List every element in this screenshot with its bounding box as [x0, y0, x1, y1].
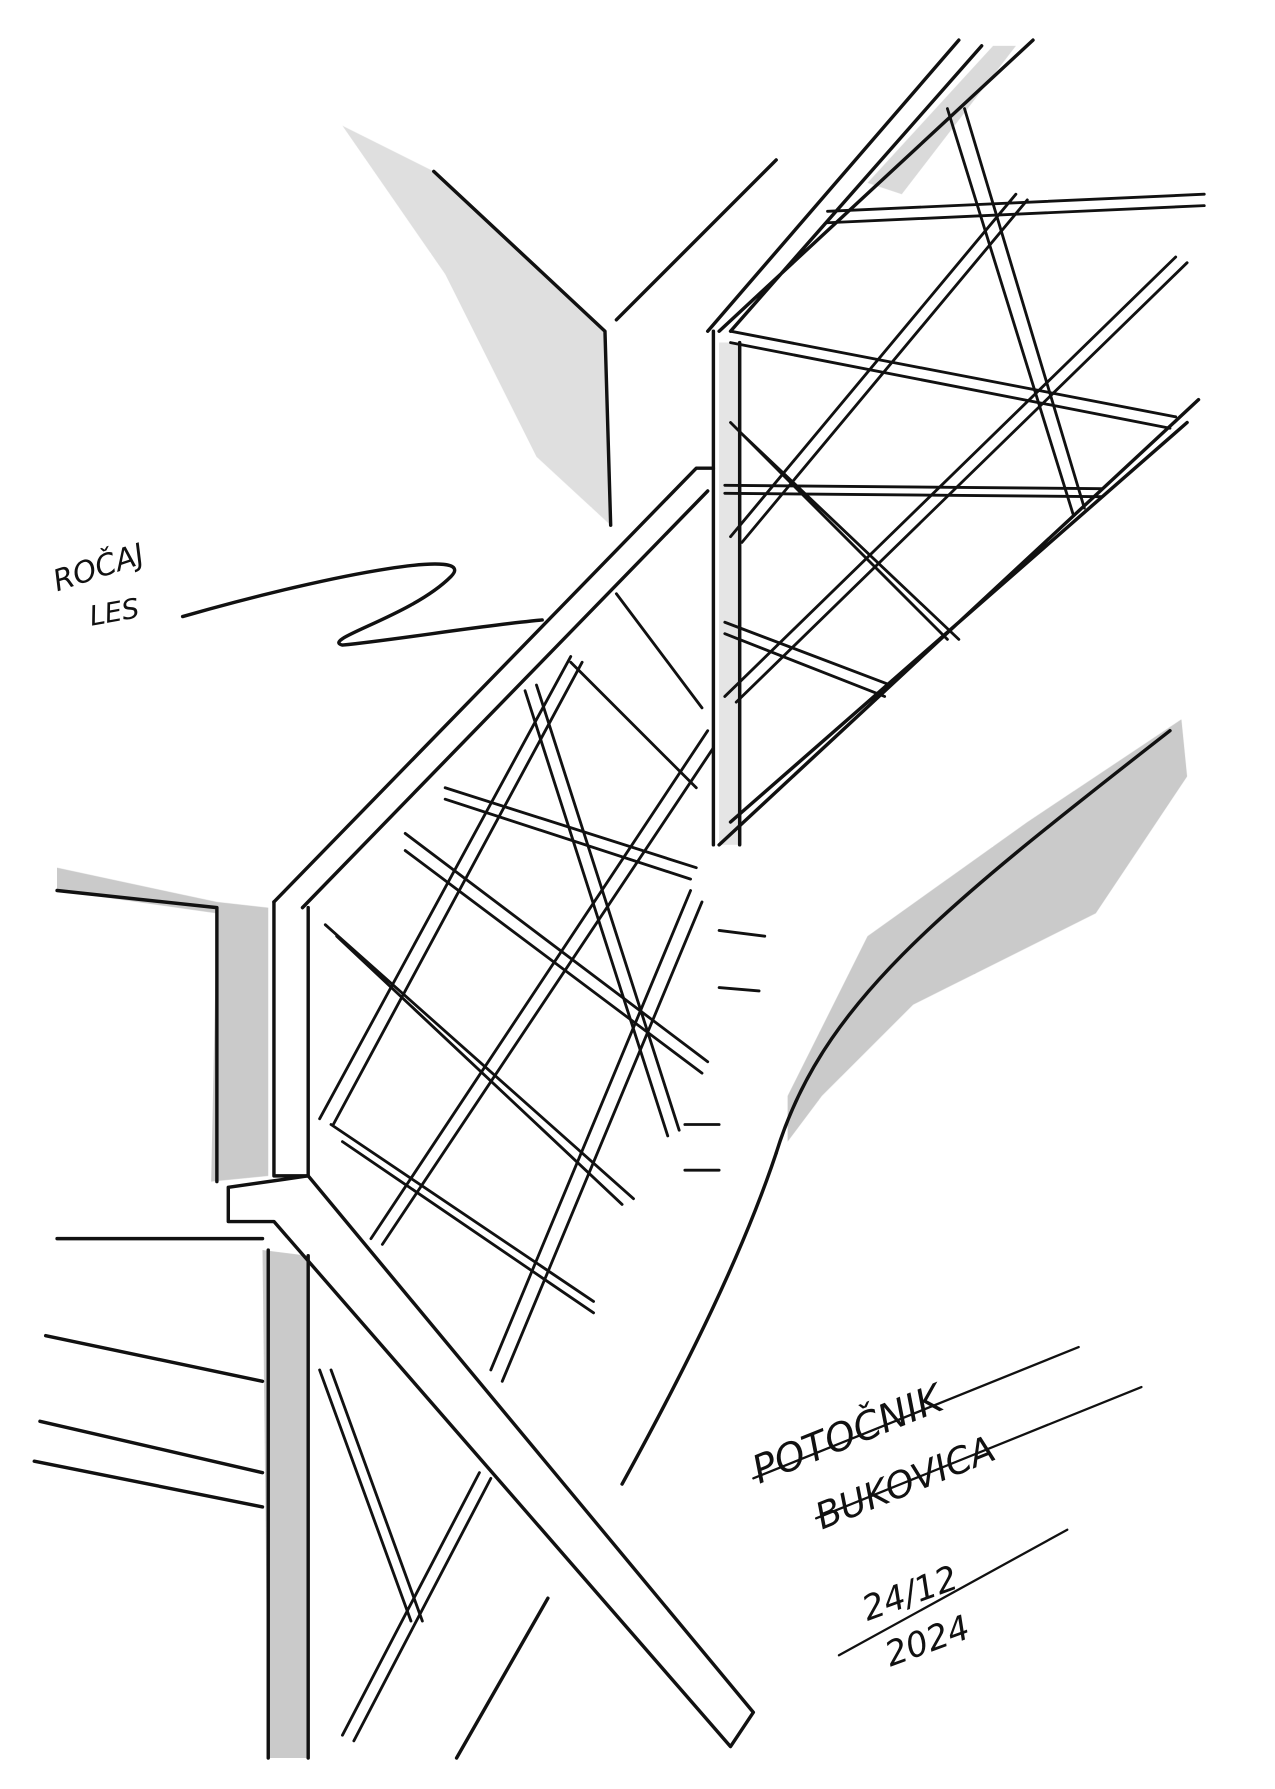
lattice-bars	[318, 107, 1206, 1743]
structure-lines	[32, 38, 1201, 1760]
label-material: LES	[87, 593, 142, 632]
signature-underlines	[752, 1345, 1143, 1657]
label-handrail: ROČAJ	[48, 535, 148, 598]
